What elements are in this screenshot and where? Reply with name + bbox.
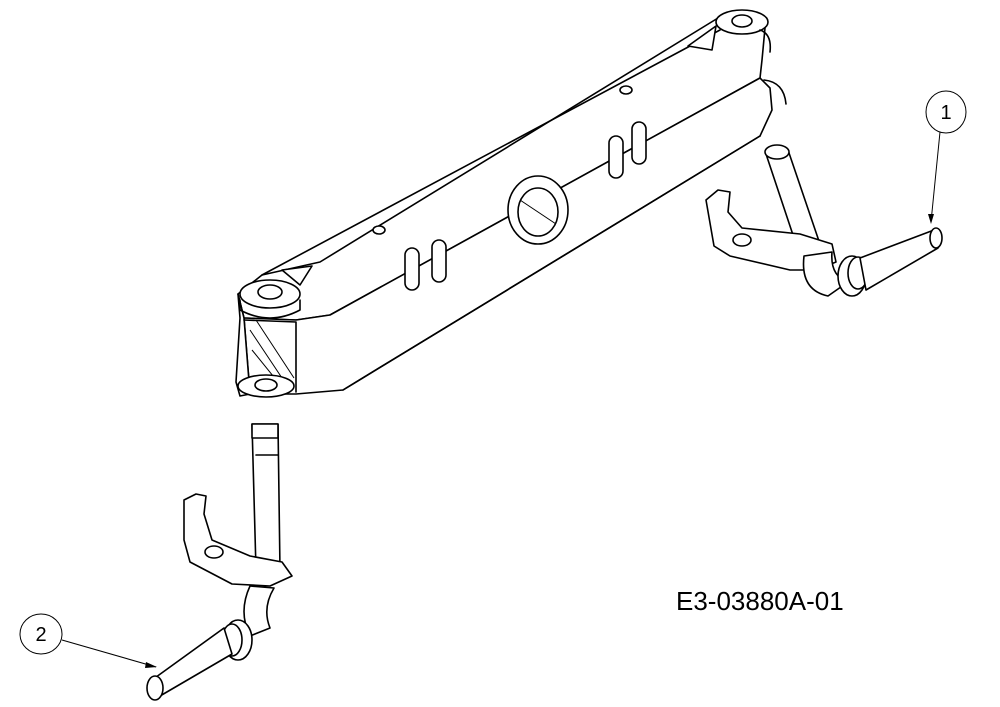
callout-1-label: 1: [940, 102, 951, 124]
callout-1: 1: [925, 90, 967, 224]
callout-2-label: 2: [35, 624, 46, 646]
front-axle-beam: [235, 9, 787, 398]
callout-2: 2: [19, 613, 157, 668]
spindle-right-part-1: [705, 144, 943, 297]
drawing-code: E3-03880A-01: [676, 586, 844, 616]
spindle-left-part-2: [146, 423, 293, 701]
